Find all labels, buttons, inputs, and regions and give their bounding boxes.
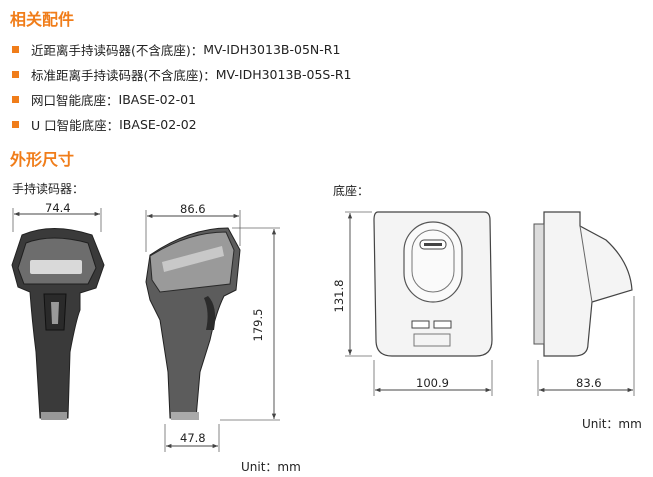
accessory-label: 网口智能底座： <box>31 93 119 108</box>
accessory-model: IBASE-02-02 <box>119 117 197 132</box>
bullet-icon <box>12 96 19 103</box>
dim-base-depth: 47.8 <box>180 431 206 445</box>
scanner-side-view <box>145 227 241 420</box>
dim-base-width: 100.9 <box>416 376 449 390</box>
accessory-label: U 口智能底座： <box>31 118 120 133</box>
dim-side-depth: 86.6 <box>180 202 206 216</box>
accessories-heading: 相关配件 <box>10 10 75 29</box>
accessory-item: 近距离手持读码器(不含底座)：MV-IDH3013B-05N-R1 <box>12 40 340 59</box>
accessory-model: MV-IDH3013B-05N-R1 <box>203 42 341 57</box>
accessory-model: MV-IDH3013B-05S-R1 <box>215 67 352 82</box>
dim-height: 179.5 <box>251 309 265 342</box>
dim-front-width: 74.4 <box>45 201 71 215</box>
accessory-item: U 口智能底座：IBASE-02-02 <box>12 115 197 134</box>
bullet-icon <box>12 121 19 128</box>
accessory-model: IBASE-02-01 <box>118 92 196 107</box>
base-label: 底座： <box>333 184 370 198</box>
base-front-view <box>373 211 493 357</box>
bullet-icon <box>12 46 19 53</box>
scanner-label: 手持读码器： <box>12 182 85 196</box>
base-unit: Unit：mm <box>582 417 642 431</box>
base-side-view <box>533 211 633 357</box>
dimensions-heading: 外形尺寸 <box>10 150 75 169</box>
accessory-label: 近距离手持读码器(不含底座)： <box>31 43 204 58</box>
dim-base-height: 131.8 <box>332 280 346 313</box>
scanner-front-view <box>11 228 105 420</box>
bullet-icon <box>12 71 19 78</box>
accessory-label: 标准距离手持读码器(不含底座)： <box>31 68 216 83</box>
dim-base-depth: 83.6 <box>576 376 602 390</box>
accessory-item: 网口智能底座：IBASE-02-01 <box>12 90 196 109</box>
scanner-unit: Unit：mm <box>241 460 301 474</box>
accessory-item: 标准距离手持读码器(不含底座)：MV-IDH3013B-05S-R1 <box>12 65 351 84</box>
